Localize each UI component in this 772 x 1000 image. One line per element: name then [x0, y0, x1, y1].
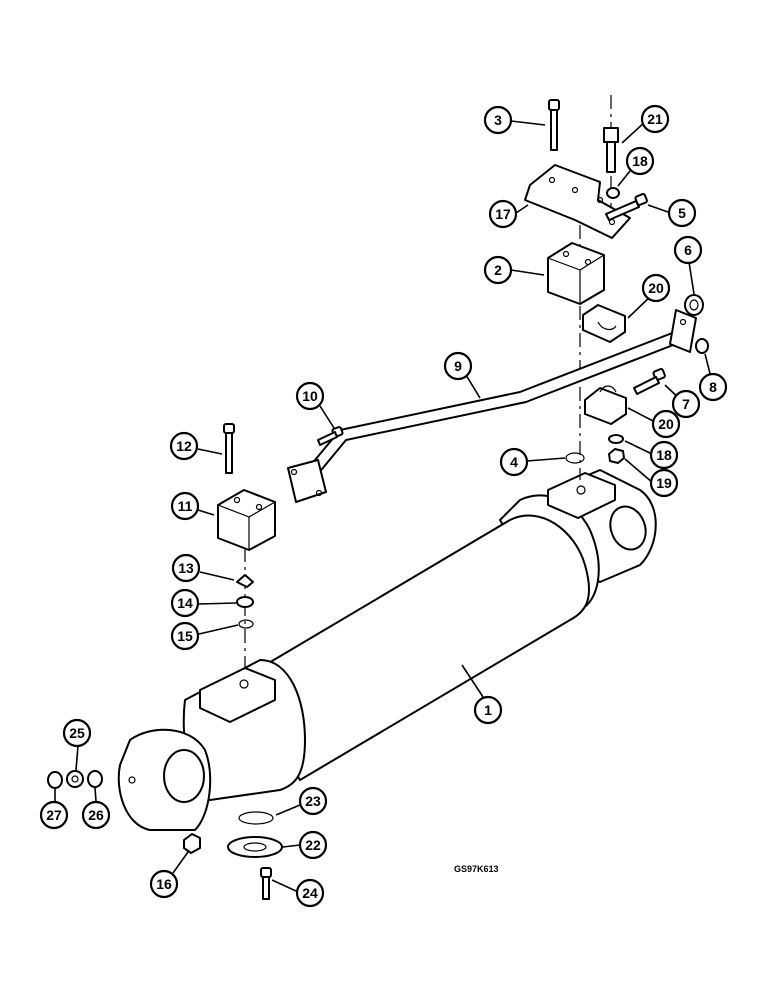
callout-label: 11	[178, 498, 193, 514]
screw-24	[260, 867, 272, 900]
callout-label: 2	[494, 262, 502, 278]
callout-6[interactable]: 6	[673, 235, 703, 265]
callout-label: 8	[709, 379, 717, 395]
callout-label: 27	[46, 807, 62, 823]
callout-label: 16	[156, 876, 172, 892]
callout-14[interactable]: 14	[170, 588, 200, 618]
seal-13	[236, 574, 254, 588]
callout-label: 25	[69, 725, 85, 741]
callout-17[interactable]: 17	[488, 199, 518, 229]
hydraulic-cylinder	[117, 469, 657, 831]
callout-1[interactable]: 1	[473, 695, 503, 725]
sleeve	[684, 294, 704, 316]
callout-label: 20	[648, 280, 664, 296]
callout-label: 12	[176, 438, 192, 454]
callout-11[interactable]: 11	[170, 491, 200, 521]
callout-label: 7	[682, 396, 690, 412]
callout-21[interactable]: 21	[640, 104, 670, 134]
oring-23	[238, 811, 274, 825]
callout-20-upper[interactable]: 20	[641, 273, 671, 303]
callout-label: 17	[495, 206, 511, 222]
callout-label: 4	[510, 454, 518, 470]
callout-label: 21	[647, 111, 663, 127]
oring-15	[238, 619, 254, 629]
callout-3[interactable]: 3	[483, 105, 513, 135]
callout-label: 15	[177, 628, 193, 644]
callout-5[interactable]: 5	[667, 198, 697, 228]
callout-22[interactable]: 22	[298, 830, 328, 860]
screw-5	[605, 193, 648, 221]
drawing-code: GS97K613	[454, 864, 499, 874]
callout-label: 9	[454, 358, 462, 374]
callout-13[interactable]: 13	[171, 553, 201, 583]
callout-4[interactable]: 4	[499, 447, 529, 477]
tube-clamp-lower	[584, 385, 627, 425]
manifold-block-upper	[547, 242, 605, 305]
callout-16[interactable]: 16	[149, 869, 179, 899]
callout-19[interactable]: 19	[649, 468, 679, 498]
callout-label: 26	[88, 807, 104, 823]
callout-label: 14	[177, 595, 193, 611]
callout-8[interactable]: 8	[698, 372, 728, 402]
callout-label: 23	[305, 793, 321, 809]
callout-15[interactable]: 15	[170, 621, 200, 651]
callout-label: 5	[678, 205, 686, 221]
callout-label: 22	[305, 837, 321, 853]
leader-lines	[54, 120, 714, 892]
plug-16	[183, 833, 201, 854]
callout-2[interactable]: 2	[483, 255, 513, 285]
bolt-12	[223, 423, 235, 474]
fitting-27	[47, 771, 63, 789]
washer-14	[236, 596, 254, 608]
callout-label: 1	[484, 702, 492, 718]
callout-label: 24	[302, 885, 318, 901]
callout-label: 3	[494, 112, 502, 128]
callout-label: 20	[658, 416, 674, 432]
screw-7	[633, 368, 666, 395]
seal-26	[87, 770, 103, 788]
washer-25	[66, 770, 84, 788]
callout-7[interactable]: 7	[671, 389, 701, 419]
washer-18-upper	[606, 187, 620, 199]
callout-9[interactable]: 9	[443, 351, 473, 381]
bolt-21	[603, 127, 619, 173]
callout-20-lower[interactable]: 20	[651, 409, 681, 439]
washer-18-lower	[608, 434, 624, 444]
callout-label: 18	[656, 447, 672, 463]
screw-10	[317, 426, 344, 446]
callout-18-upper[interactable]: 18	[625, 146, 655, 176]
manifold-block-lower	[217, 489, 276, 551]
callout-label: 10	[302, 388, 318, 404]
callout-26[interactable]: 26	[81, 800, 111, 830]
callout-10[interactable]: 10	[295, 381, 325, 411]
nut-8	[695, 338, 709, 354]
callout-24[interactable]: 24	[295, 878, 325, 908]
hydraulic-tube	[287, 309, 697, 503]
callout-25[interactable]: 25	[62, 718, 92, 748]
callout-label: 19	[656, 475, 672, 491]
mounting-plate	[524, 164, 631, 239]
tube-clamp-upper	[582, 304, 626, 343]
callout-label: 18	[632, 153, 648, 169]
bolt-3	[548, 99, 560, 151]
seal-4	[565, 452, 585, 464]
callout-27[interactable]: 27	[39, 800, 69, 830]
callout-label: 6	[684, 242, 692, 258]
callout-12[interactable]: 12	[169, 431, 199, 461]
callout-23[interactable]: 23	[298, 786, 328, 816]
callout-label: 13	[178, 560, 194, 576]
nut-19	[608, 448, 625, 464]
flange-plate-22	[227, 836, 283, 858]
callout-18-lower[interactable]: 18	[649, 440, 679, 470]
